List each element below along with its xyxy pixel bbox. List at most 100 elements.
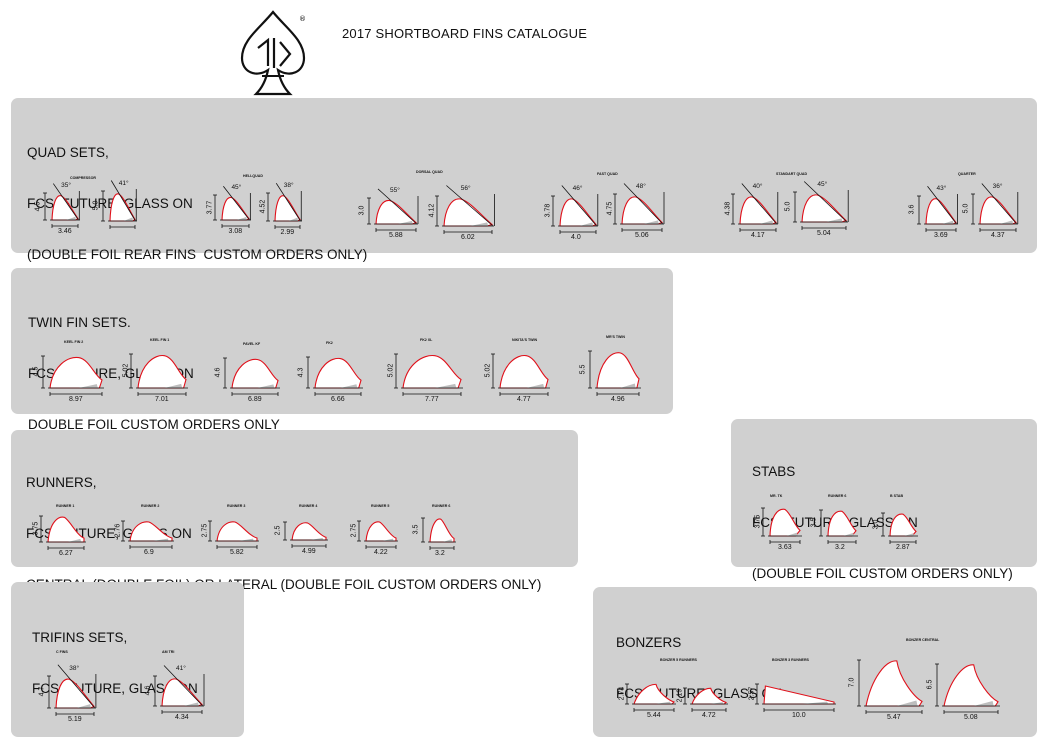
- fin-outline: [41, 355, 104, 396]
- fin-shape: [633, 683, 676, 705]
- fin-height-value: 7.0: [848, 677, 856, 688]
- fin-shade: [123, 217, 133, 221]
- twin-heading: TWIN FIN SETS. FCS, FUTURE, GLASS ON DOU…: [28, 315, 280, 432]
- fin-diagram: [38, 179, 98, 236]
- fin-angle-value: 36°: [992, 183, 1003, 190]
- fin-shade: [340, 384, 358, 388]
- trifins-sets-panel: TRIFINS SETS, FCS, FUTURE, GLASS ON: [11, 582, 244, 737]
- fin-shape: [769, 508, 801, 537]
- fin-width-value: 5.88: [389, 232, 403, 239]
- fin-diagram: [814, 496, 876, 552]
- fin-shade: [656, 701, 671, 704]
- fin-width-value: 3.63: [778, 544, 792, 551]
- fin-height-value: 4.3: [297, 367, 305, 377]
- fin-outline: [588, 350, 641, 396]
- fin-model-label: FK2: [326, 341, 333, 345]
- fin-diagram: [583, 337, 659, 404]
- fin-shape: [49, 356, 103, 389]
- fin-height-value: 3.75: [754, 514, 762, 529]
- fin-height-value: 2.75: [201, 523, 209, 538]
- fin-width-value: 6.27: [59, 550, 73, 557]
- fin-width-value: 5.04: [817, 230, 831, 237]
- fin-width-value: 3.08: [228, 228, 243, 235]
- fin-diagram: [608, 180, 682, 240]
- fin-height-value: 4.52: [259, 199, 267, 214]
- fin-shape: [221, 196, 250, 221]
- fin-outline: [47, 664, 97, 716]
- fin-shape: [109, 193, 136, 222]
- fin-outline: [857, 659, 924, 714]
- rake-line: [981, 183, 1018, 225]
- fin-shade: [310, 537, 324, 540]
- rake-line: [377, 188, 418, 225]
- fin-width-value: 7.77: [425, 396, 439, 403]
- fin-shape: [161, 678, 203, 707]
- fin-height-value: 6.5: [926, 679, 934, 690]
- fin-shade: [184, 702, 199, 706]
- fin-shape: [443, 198, 494, 227]
- fin-diagram: [416, 504, 474, 558]
- fin-angle-value: 45°: [231, 184, 242, 191]
- fin-width-value: 7.01: [155, 396, 169, 403]
- fin-height-value: 2.76: [114, 523, 122, 538]
- fin-outline: [223, 357, 280, 396]
- fin-model-label: KEEL FIN 2: [64, 340, 84, 344]
- fin-model-label: C FINS: [56, 650, 68, 654]
- fin-height-value: 3.5: [412, 524, 420, 535]
- fins-spade-logo-icon: ®: [240, 10, 306, 96]
- fin-shape: [291, 522, 327, 541]
- fin-height-value: 2.19: [676, 688, 684, 703]
- fin-shade: [66, 216, 76, 220]
- fin-shade: [67, 538, 82, 542]
- fin-width-value: 8.97: [69, 396, 83, 403]
- fin-outline: [283, 521, 328, 548]
- fin-model-label: B STAB: [890, 494, 904, 498]
- fin-shade: [236, 217, 247, 220]
- fin-shape: [51, 195, 79, 221]
- fin-outline: [971, 183, 1019, 232]
- fin-shade: [942, 220, 954, 224]
- fin-outline: [435, 185, 495, 234]
- rake-line: [57, 664, 96, 709]
- fin-height-value: 3.6: [908, 204, 916, 215]
- fin-width-value: 5.47: [887, 714, 901, 721]
- fin-height-value: 4.7: [38, 686, 46, 697]
- fin-shade: [288, 217, 298, 221]
- fin-shade: [470, 222, 489, 226]
- fin-width-value: 10.0: [792, 712, 806, 719]
- fin-outline: [613, 183, 665, 232]
- fin-height-value: 5.5: [579, 364, 587, 374]
- fin-diagram: [876, 499, 936, 552]
- fin-outline: [39, 515, 86, 550]
- fin-diagram: [34, 502, 104, 558]
- fin-shade: [999, 220, 1014, 224]
- fin-model-label: RUNNER 6: [828, 494, 847, 498]
- fin-diagram: [301, 343, 381, 404]
- fin-shade: [843, 532, 854, 536]
- fin-outline: [306, 356, 363, 396]
- fin-diagram: [96, 177, 155, 237]
- fin-width-value: 4.0: [571, 234, 581, 241]
- fin-model-label: RUNNER 3: [227, 504, 246, 508]
- fin-diagram: [486, 340, 568, 404]
- fin-outline: [213, 186, 251, 228]
- fin-width-value: 5.44: [647, 712, 661, 719]
- fin-angle-value: 55°: [390, 187, 400, 194]
- fin-diagram: [430, 182, 512, 242]
- fin-shape: [499, 355, 549, 389]
- rake-line: [927, 185, 957, 225]
- fin-angle-value: 56°: [460, 185, 471, 192]
- fin-shape: [375, 200, 418, 225]
- fin-height-value: 5.0: [962, 203, 970, 214]
- fin-shape: [943, 664, 999, 707]
- fin-shape: [889, 513, 917, 537]
- fin-model-label: MR'S TWIN: [606, 335, 626, 339]
- fin-shape: [691, 687, 728, 705]
- fin-model-label: KEEL FIN 1: [150, 338, 170, 342]
- fin-outline: [819, 509, 858, 544]
- fin-model-label: FAST QUAD: [597, 172, 618, 176]
- fin-angle-value: 41°: [176, 665, 186, 672]
- fin-shape: [47, 516, 85, 543]
- fin-height-value: 4.5: [32, 366, 40, 377]
- fin-width-value: 4.22: [374, 549, 388, 556]
